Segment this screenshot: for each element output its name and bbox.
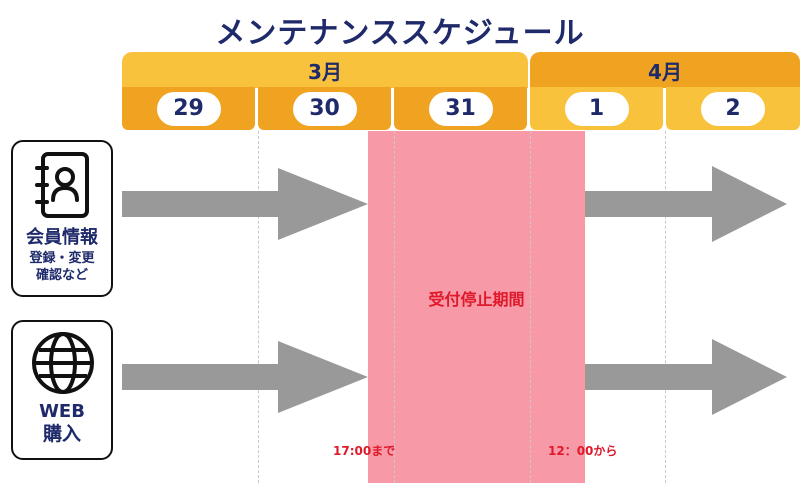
day-label: 30 <box>292 91 357 126</box>
day-label: 31 <box>428 91 493 126</box>
day-cell-30: 30 <box>258 87 391 130</box>
member-card-line3: 確認など <box>35 268 88 283</box>
web-purchase-card: WEB 購入 <box>11 320 113 460</box>
arrow-web-after <box>585 339 787 415</box>
globe-icon <box>32 332 94 394</box>
web-card-line1: WEB <box>39 401 85 422</box>
day-cell-1: 1 <box>530 87 663 130</box>
maintenance-period-label: 受付停止期間 <box>428 290 525 309</box>
web-card-line2: 購入 <box>42 423 81 445</box>
month-march: 3月 <box>122 52 528 88</box>
day-cell-29: 29 <box>122 87 255 130</box>
day-divider <box>394 131 395 483</box>
member-info-card: 会員情報 登録・変更 確認など <box>11 140 113 297</box>
arrow-member-before <box>122 168 368 240</box>
arrow-web-before <box>122 341 368 413</box>
day-cell-2: 2 <box>666 87 800 130</box>
day-divider <box>665 131 666 483</box>
member-card-title: 会員情報 <box>26 227 98 248</box>
day-label: 29 <box>156 91 221 126</box>
stop-time-label: 17:00まで <box>333 444 396 458</box>
day-cell-31: 31 <box>394 87 527 130</box>
address-book-icon <box>35 152 89 218</box>
arrow-member-after <box>585 166 787 242</box>
member-card-line2: 登録・変更 <box>29 251 95 266</box>
day-label: 2 <box>701 91 765 126</box>
month-april: 4月 <box>530 52 800 88</box>
page-title: メンテナンススケジュール <box>215 16 585 51</box>
day-divider <box>530 131 531 483</box>
maintenance-period-block <box>368 131 585 483</box>
resume-time-label: 12：00から <box>548 444 618 458</box>
day-label: 1 <box>564 91 629 126</box>
day-divider <box>258 131 259 483</box>
